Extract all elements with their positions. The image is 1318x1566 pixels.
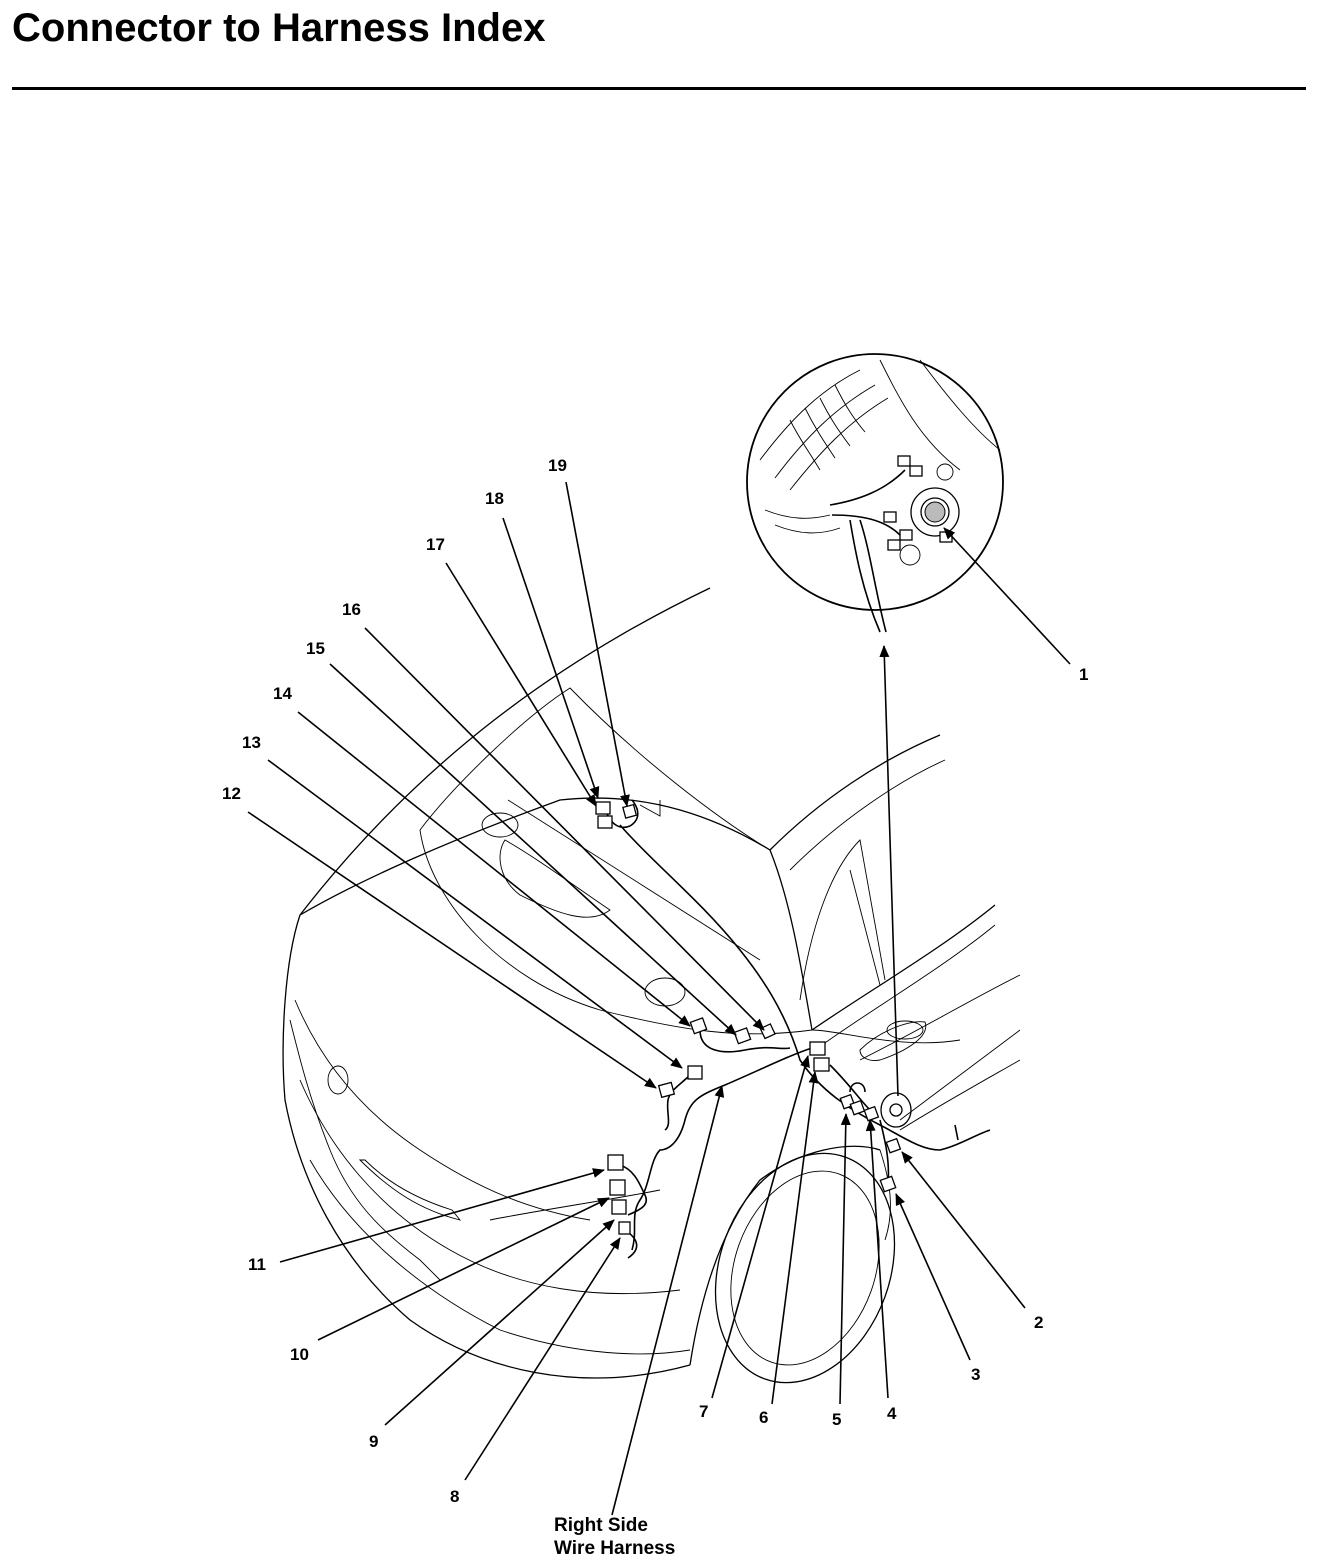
- callout-14: 14: [273, 684, 292, 703]
- callout-18: 18: [485, 489, 504, 508]
- callout-19: 19: [548, 456, 567, 475]
- ground-terminal-detail-inset: [746, 353, 1004, 633]
- callout-16: 16: [342, 600, 361, 619]
- callout-1: 1: [1079, 665, 1088, 684]
- callout-17: 17: [426, 535, 445, 554]
- connector-symbols: [595, 801, 902, 1235]
- callout-15: 15: [306, 639, 325, 658]
- callout-8: 8: [450, 1487, 459, 1506]
- callout-4: 4: [887, 1404, 897, 1423]
- callout-11: 11: [248, 1255, 266, 1274]
- callout-13: 13: [242, 733, 261, 752]
- page-title: Connector to Harness Index: [12, 6, 546, 50]
- harness-label-line1: Right Side: [554, 1515, 648, 1536]
- callout-9: 9: [369, 1432, 378, 1451]
- callout-2: 2: [1034, 1313, 1043, 1332]
- callout-3: 3: [971, 1365, 980, 1384]
- harness-label-line2: Wire Harness: [554, 1538, 675, 1559]
- title-divider: [12, 87, 1306, 90]
- callout-12: 12: [222, 784, 241, 803]
- callout-numbers: 1 2 3 4 5 6 7 8 9 10 11 12 13 14 15 16 1…: [222, 456, 1088, 1506]
- callout-10: 10: [290, 1345, 309, 1364]
- callout-7: 7: [699, 1402, 708, 1421]
- vehicle-line-art: [282, 587, 1021, 1384]
- callout-5: 5: [832, 1410, 841, 1429]
- callout-leader-lines: [247, 481, 1071, 1516]
- callout-6: 6: [759, 1408, 768, 1427]
